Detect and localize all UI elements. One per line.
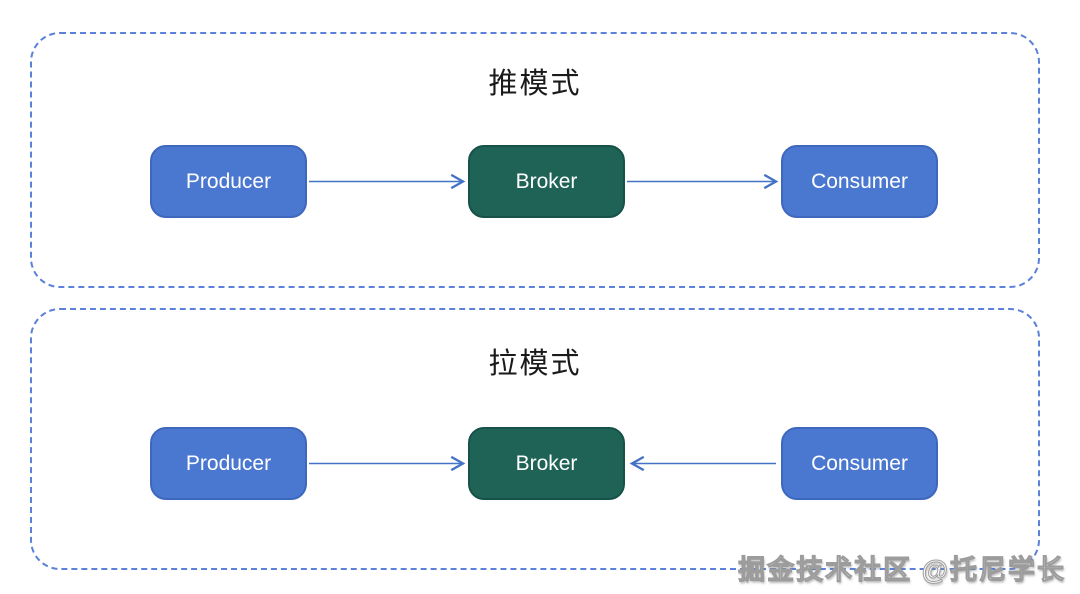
pull-broker-node: Broker	[468, 427, 625, 500]
pull-consumer-node: Consumer	[781, 427, 938, 500]
pull-mode-title: 拉模式	[488, 348, 582, 380]
push-producer-node: Producer	[150, 145, 307, 218]
pull-producer-label: Producer	[185, 451, 272, 475]
pull-consumer-label: Consumer	[811, 451, 908, 475]
push-broker-label: Broker	[515, 169, 578, 193]
push-broker-node: Broker	[468, 145, 625, 218]
push-mode-title: 推模式	[488, 68, 582, 100]
push-producer-label: Producer	[185, 169, 272, 193]
pull-mode-panel: 拉模式 Producer Broker Consumer	[30, 308, 1040, 570]
push-consumer-node: Consumer	[781, 145, 938, 218]
push-mode-panel: 推模式 Producer Broker Consumer	[30, 32, 1040, 288]
watermark: 掘金技术社区 @托尼学长	[738, 555, 1066, 586]
push-consumer-label: Consumer	[811, 169, 908, 193]
pull-broker-label: Broker	[515, 451, 578, 475]
pull-producer-node: Producer	[150, 427, 307, 500]
